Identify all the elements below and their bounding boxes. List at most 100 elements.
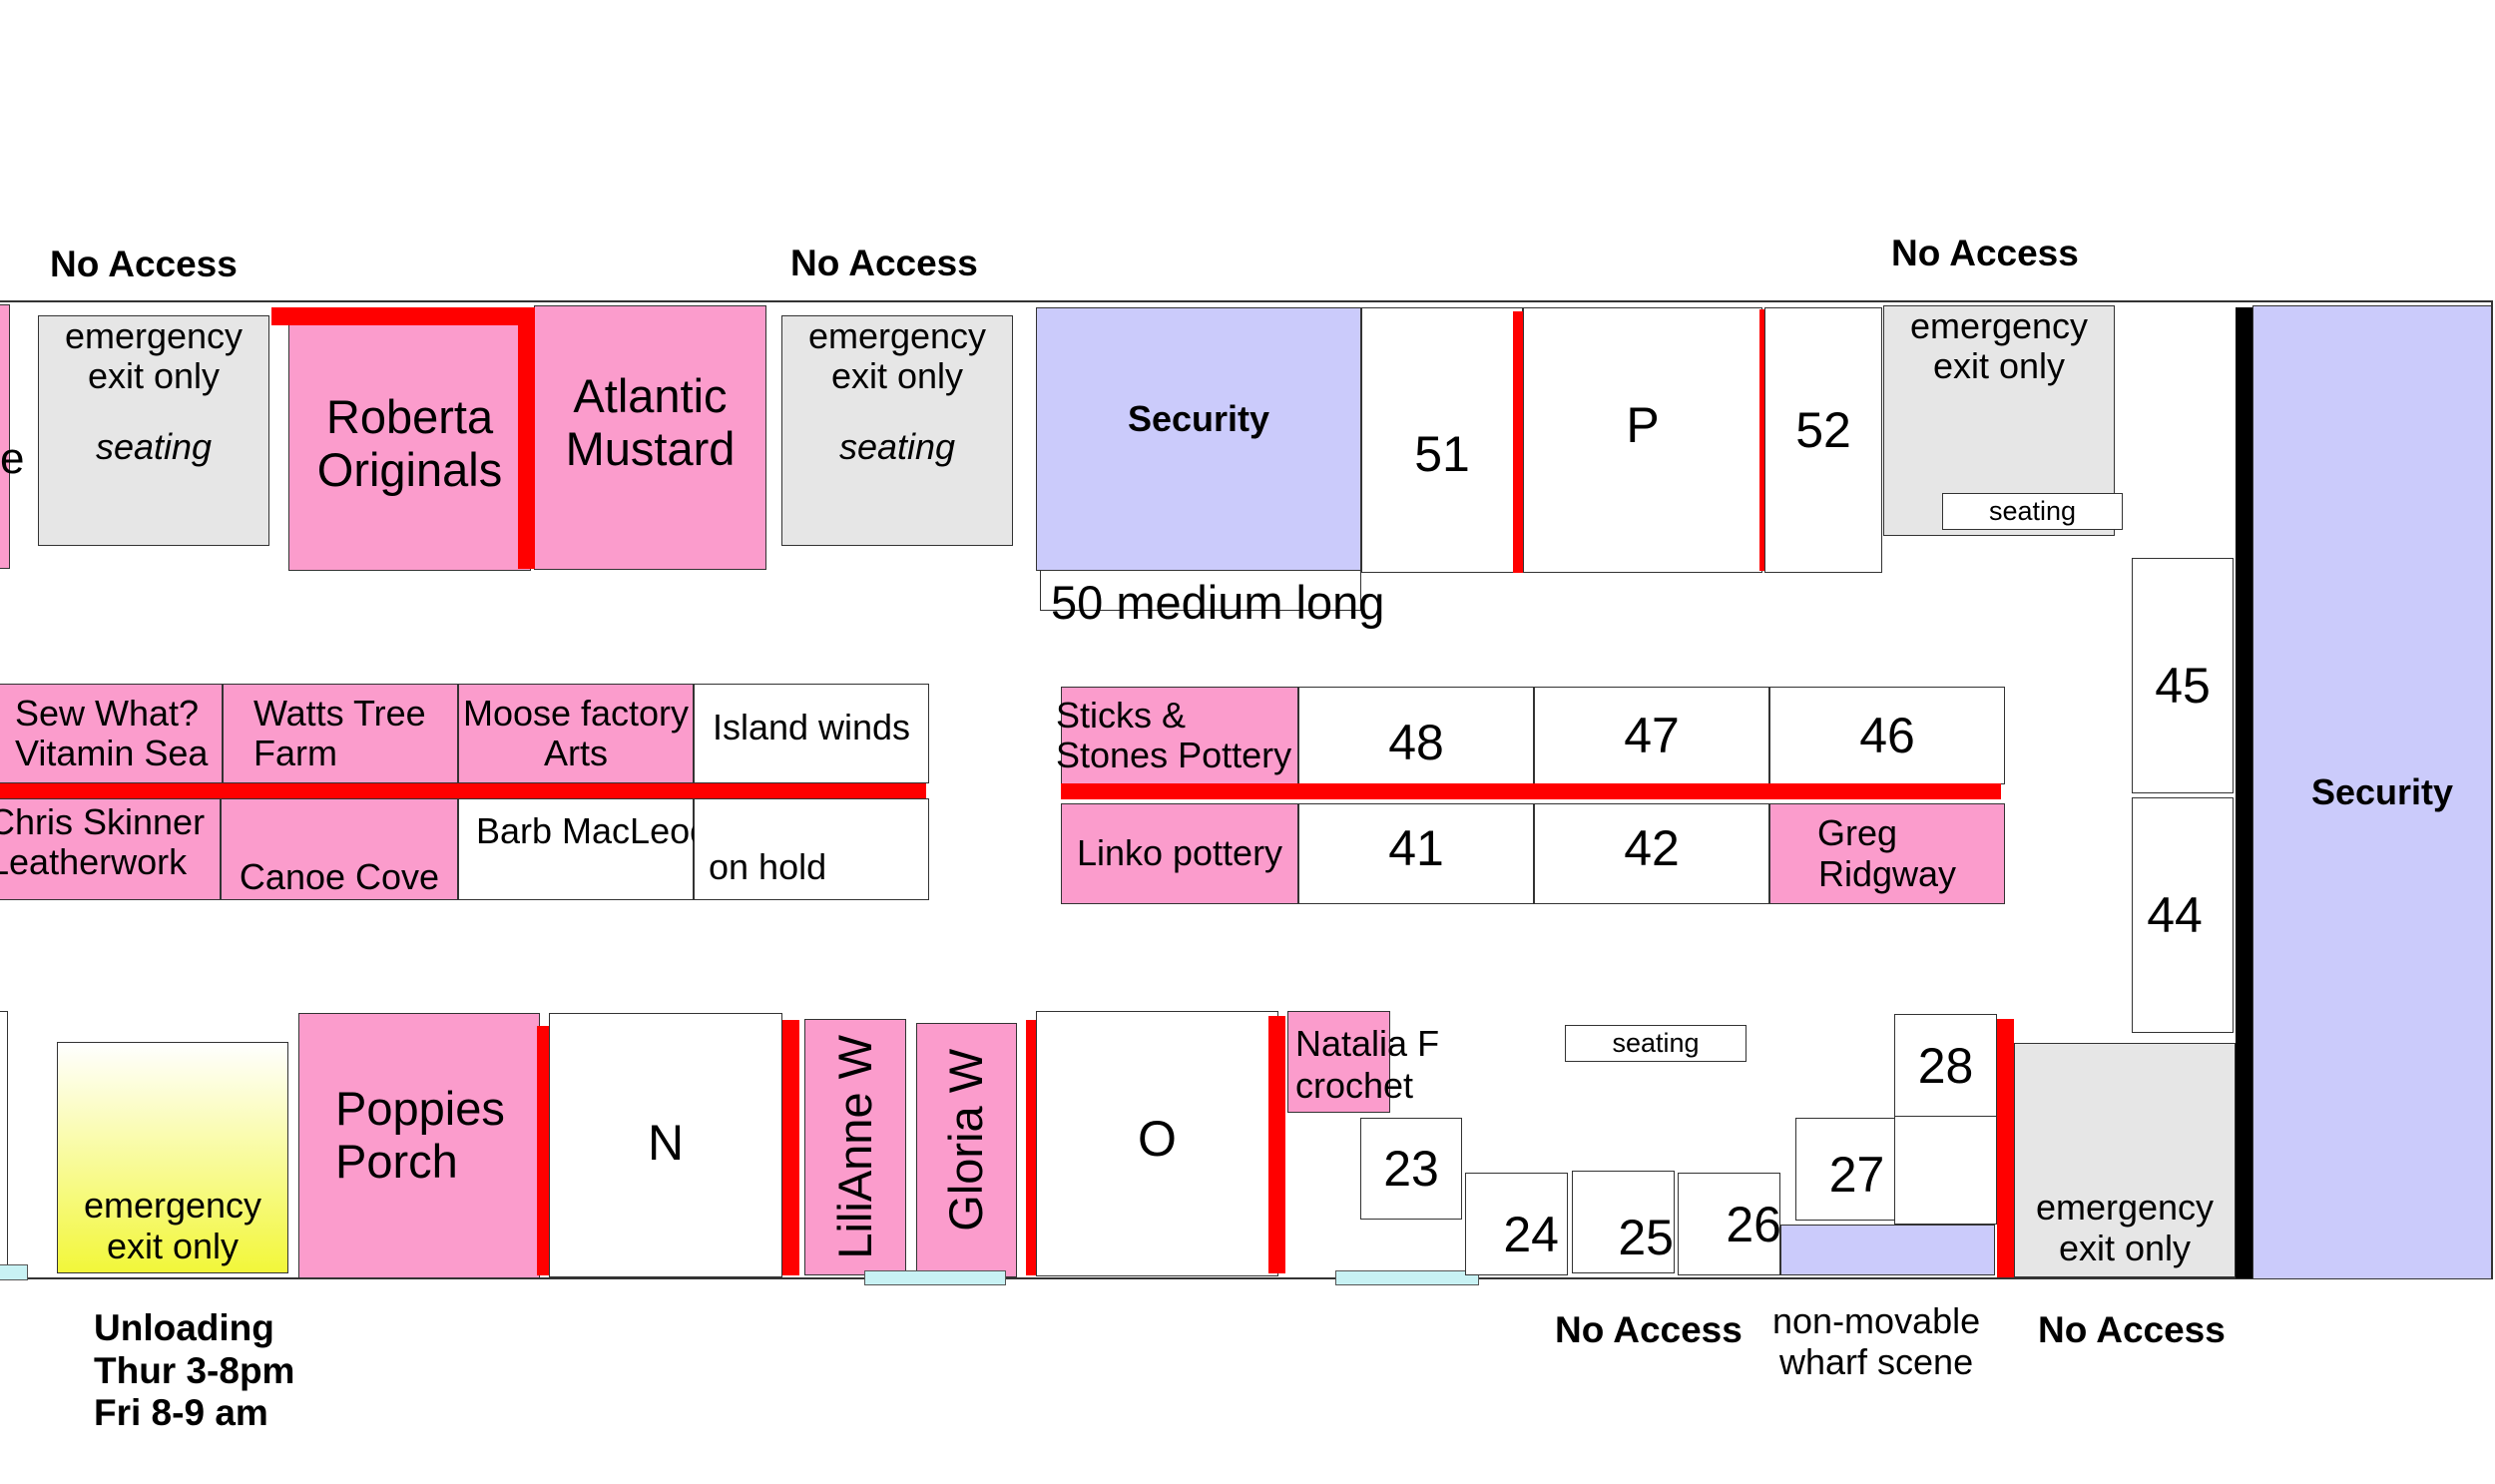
booth-O-letter: O xyxy=(1138,1111,1177,1167)
booth-on-hold-label: on hold xyxy=(709,845,827,887)
booth-46[interactable]: 46 xyxy=(1769,687,2005,784)
emergency-exit-line-2: exit only xyxy=(830,355,964,397)
booth-roberta-originals[interactable]: Roberta Originals xyxy=(288,307,531,571)
emergency-exit-line-1: emergency xyxy=(83,1185,262,1227)
booth-25-number: 25 xyxy=(1618,1209,1674,1265)
booth-moose-line-1: Moose factory xyxy=(462,692,690,734)
door-mat-left xyxy=(0,1264,28,1280)
booth-watts-line-1: Watts Tree xyxy=(253,692,426,734)
booth-watts-tree-farm[interactable]: Watts Tree Farm xyxy=(223,684,458,783)
booth-moose-factory-arts[interactable]: Moose factory Arts xyxy=(458,684,694,783)
booth-sew-what[interactable]: Sew What? Vitamin Sea xyxy=(0,684,223,783)
booth-P[interactable]: P xyxy=(1523,307,1762,573)
booth-O[interactable]: O xyxy=(1036,1011,1278,1276)
booth-sticks-line-2: Stones Pottery xyxy=(1056,735,1292,775)
emergency-exit-top-1: emergency exit only seating xyxy=(38,315,269,546)
booth-atlantic-line-2: Mustard xyxy=(565,421,736,475)
wharf-line-1: non-movable xyxy=(1772,1300,1981,1341)
booth-chris-skinner[interactable]: Chris Skinner Leatherwork xyxy=(0,798,221,900)
booth-51-number: 51 xyxy=(1414,426,1470,482)
booth-51[interactable]: 51 xyxy=(1361,307,1523,573)
booth-48[interactable]: 48 xyxy=(1298,687,1534,784)
booth-chris-line-1: Chris Skinner xyxy=(0,800,206,842)
seating-box-bottom: seating xyxy=(1565,1025,1746,1062)
booth-lilianne-w[interactable]: LiliAnne W xyxy=(804,1019,906,1275)
booth-lilianne-label: LiliAnne W xyxy=(827,1035,881,1259)
booth-42[interactable]: 42 xyxy=(1534,803,1769,904)
booth-sew-line-2: Vitamin Sea xyxy=(15,733,209,773)
booth-27[interactable]: 27 xyxy=(1795,1118,1898,1221)
booth-natalia-f[interactable] xyxy=(1287,1011,1390,1113)
booth-poppies-porch[interactable]: Poppies Porch xyxy=(298,1013,540,1278)
unloading-line-3: Fri 8-9 am xyxy=(94,1392,268,1434)
booth-46-number: 46 xyxy=(1859,708,1915,763)
booth-poppies-line-2: Porch xyxy=(335,1135,458,1188)
booth-N-letter: N xyxy=(647,1114,685,1171)
emergency-exit-line-2: exit only xyxy=(87,355,221,397)
emergency-exit-line-1: emergency xyxy=(1909,305,2089,346)
booth-50-label: 50 medium long xyxy=(1051,576,1385,629)
emergency-exit-line-2: exit only xyxy=(1932,345,2066,387)
wharf-scene-label: non-movable wharf scene xyxy=(1772,1300,1980,1383)
booth-greg-line-1: Greg xyxy=(1816,812,1898,854)
booth-24[interactable]: 24 xyxy=(1465,1173,1568,1275)
barrier-o-natalia xyxy=(1268,1016,1285,1273)
booth-45[interactable]: 45 xyxy=(2132,558,2234,793)
booth-23[interactable]: 23 xyxy=(1360,1118,1462,1220)
booth-sticks-stones-pottery[interactable]: Sticks & Stones Pottery xyxy=(1056,687,1298,784)
unloading-emergency-exit: emergency exit only xyxy=(57,1042,288,1273)
booth-26[interactable]: 26 xyxy=(1678,1173,1781,1275)
booth-cut-left-letter: e xyxy=(0,434,25,483)
booth-48-number: 48 xyxy=(1388,715,1444,770)
booth-greg-ridgway[interactable]: Greg Ridgway xyxy=(1769,803,2005,904)
booth-N[interactable]: N xyxy=(549,1013,782,1277)
booth-44[interactable]: 44 xyxy=(2132,797,2234,1033)
booth-25[interactable]: 25 xyxy=(1572,1171,1675,1273)
seating-label: seating xyxy=(95,425,213,467)
booth-gloria-label: Gloria W xyxy=(939,1049,993,1232)
booth-barb-macleod[interactable]: Barb MacLeod xyxy=(458,798,710,900)
no-access-label-top-middle: No Access xyxy=(790,243,978,283)
booth-28-number: 28 xyxy=(1917,1037,1974,1094)
booth-41[interactable]: 41 xyxy=(1298,803,1534,904)
emergency-exit-line-1: emergency xyxy=(807,315,987,356)
booth-poppies-line-1: Poppies xyxy=(335,1082,505,1136)
seating-box-top-right: seating xyxy=(1942,493,2123,530)
booth-canoe-cove[interactable]: Canoe Cove xyxy=(221,798,458,900)
emergency-exit-line-1: emergency xyxy=(2035,1187,2215,1229)
booth-47[interactable]: 47 xyxy=(1534,687,1769,784)
barrier-roberta-top xyxy=(271,307,535,325)
booth-watts-line-2: Farm xyxy=(253,733,337,773)
security-right: Security xyxy=(2252,305,2492,1279)
seating-label: seating xyxy=(1988,496,2077,527)
booth-24-number: 24 xyxy=(1503,1206,1559,1262)
booth-linko-pottery[interactable]: Linko pottery xyxy=(1061,803,1298,904)
no-access-label-top-left: No Access xyxy=(50,244,238,284)
hall-top-wall xyxy=(0,300,2493,302)
security-top: Security xyxy=(1036,307,1361,571)
barrier-middle-left xyxy=(0,783,926,798)
booth-natalia-line-2: crochet xyxy=(1295,1065,1414,1107)
emergency-exit-line-2: exit only xyxy=(2058,1227,2192,1268)
booth-atlantic-mustard[interactable]: Atlantic Mustard xyxy=(534,305,766,570)
barrier-n-lilianne xyxy=(782,1020,799,1275)
booth-28[interactable]: 28 xyxy=(1894,1014,1997,1117)
booth-linko-label: Linko pottery xyxy=(1076,832,1283,874)
booth-50[interactable] xyxy=(1040,571,1361,611)
seating-label: seating xyxy=(1612,1028,1700,1059)
booth-cut-left[interactable] xyxy=(0,304,10,569)
booth-on-hold[interactable]: on hold xyxy=(694,798,929,900)
booth-roberta-line-2: Originals xyxy=(316,443,503,496)
booth-41-number: 41 xyxy=(1388,819,1444,876)
booth-cut-bottom-left[interactable] xyxy=(0,1011,8,1265)
hall-bottom-wall xyxy=(0,1277,2493,1279)
booth-moose-line-2: Arts xyxy=(543,733,608,773)
booth-barb-label: Barb MacLeod xyxy=(476,810,711,851)
booth-island-winds[interactable]: Island winds xyxy=(694,684,929,783)
booth-26-number: 26 xyxy=(1726,1196,1781,1252)
security-top-label: Security xyxy=(1127,397,1270,439)
barrier-roberta-atlantic xyxy=(518,307,535,569)
booth-gloria-w[interactable]: Gloria W xyxy=(916,1023,1017,1277)
booth-canoe-cove-label: Canoe Cove xyxy=(239,855,440,897)
booth-52[interactable]: 52 xyxy=(1764,307,1882,573)
